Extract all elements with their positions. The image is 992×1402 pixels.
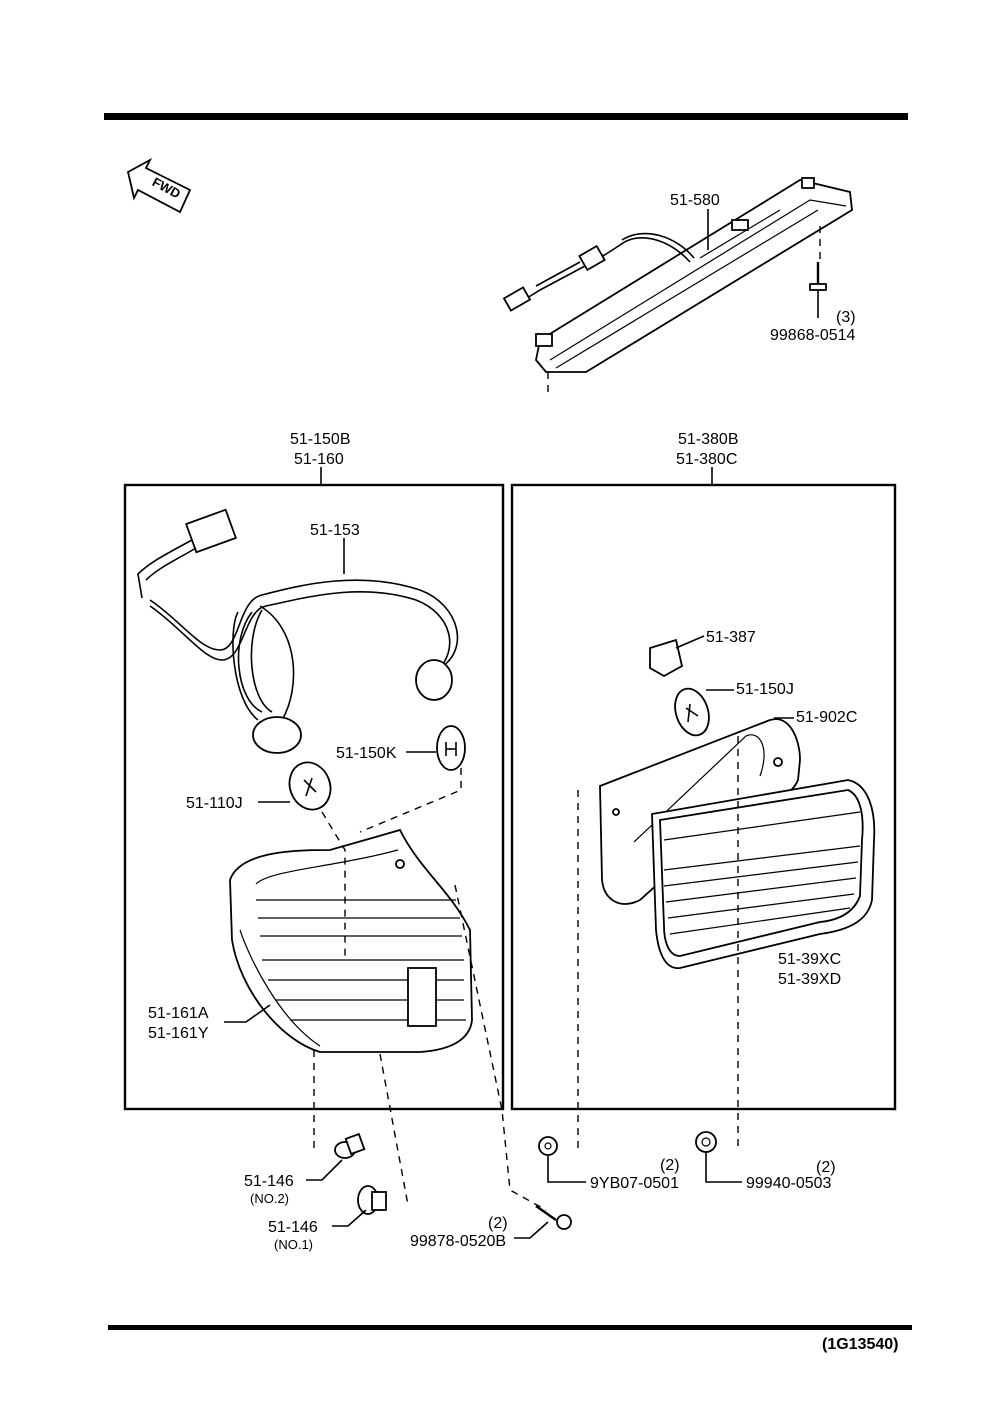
screw-left-drawing: [514, 1205, 572, 1239]
label-51-161A: 51-161A: [148, 1005, 209, 1022]
nut-b-drawing: [695, 1131, 742, 1183]
clip-no1-drawing: [332, 1185, 387, 1227]
top-rule: [104, 113, 908, 120]
label-51-39XC: 51-39XC: [778, 951, 841, 968]
nut-a-drawing: [538, 1136, 586, 1183]
label-nut-b-qty: (2): [816, 1159, 836, 1176]
diagram-id: (1G13540): [822, 1336, 899, 1353]
label-51-380B: 51-380B: [678, 431, 739, 448]
label-51-146-no1: 51-146: [268, 1219, 318, 1236]
label-screw-qty: (3): [836, 309, 856, 326]
label-51-153: 51-153: [310, 522, 360, 539]
label-99868-0514: 99868-0514: [770, 327, 856, 344]
label-51-380C: 51-380C: [676, 451, 737, 468]
high-mount-lamp-drawing: [502, 177, 853, 395]
label-51-146-no2: 51-146: [244, 1173, 294, 1190]
label-screw-left-qty: (2): [488, 1215, 508, 1232]
label-51-902C: 51-902C: [796, 709, 857, 726]
label-51-387: 51-387: [706, 629, 756, 646]
clip-no2-drawing: [306, 1132, 366, 1181]
right-lamp-box: [510, 483, 897, 1111]
label-51-39XD: 51-39XD: [778, 971, 841, 988]
label-51-160: 51-160: [294, 451, 344, 468]
left-lamp-drawing: [137, 508, 547, 1211]
label-51-150K: 51-150K: [336, 745, 397, 762]
label-51-580: 51-580: [670, 192, 720, 209]
fwd-arrow-icon: FWD: [126, 157, 192, 214]
label-99940-0503: 99940-0503: [746, 1175, 832, 1192]
bottom-rule: [108, 1325, 912, 1330]
right-lamp-drawing: [577, 635, 876, 1150]
label-no1: (NO.1): [274, 1237, 313, 1252]
label-51-110J: 51-110J: [186, 795, 243, 812]
label-51-150J: 51-150J: [736, 681, 794, 698]
label-99878-0520B: 99878-0520B: [410, 1233, 506, 1250]
label-no2: (NO.2): [250, 1191, 289, 1206]
label-51-161Y: 51-161Y: [148, 1025, 209, 1042]
label-51-150B: 51-150B: [290, 431, 351, 448]
label-nut-a-qty: (2): [660, 1157, 680, 1174]
label-9YB07-0501: 9YB07-0501: [590, 1175, 679, 1192]
